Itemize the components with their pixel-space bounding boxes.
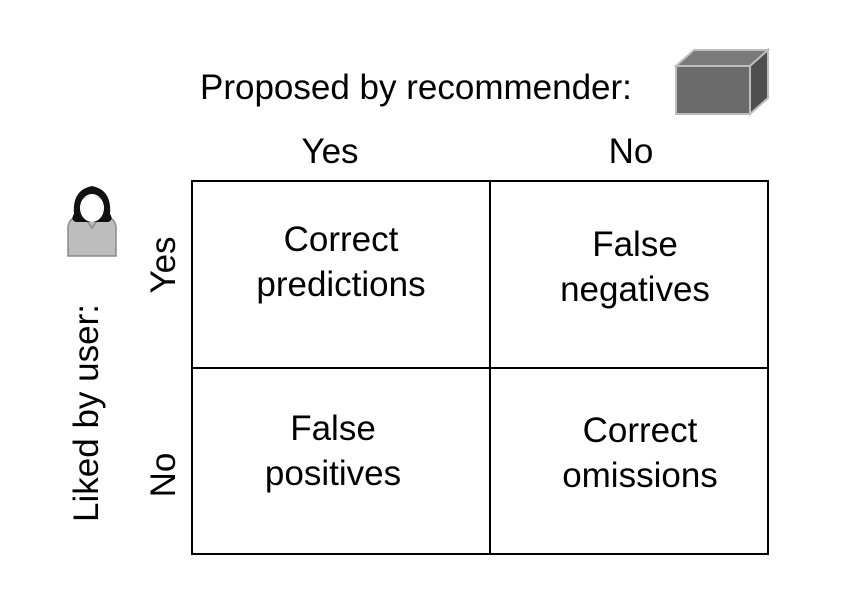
cell-line: omissions [562, 456, 718, 495]
box-icon [674, 48, 770, 116]
row-header-yes: Yes [144, 236, 183, 294]
cell-line: predictions [256, 265, 426, 304]
matrix-horizontal-divider [191, 367, 769, 369]
cell-false-positives: False positives [193, 406, 473, 496]
cell-correct-omissions: Correct omissions [500, 408, 780, 498]
cell-line: Correct [582, 411, 698, 450]
cell-false-negatives: False negatives [495, 222, 775, 312]
cell-line: negatives [560, 270, 710, 309]
recommender-heading: Proposed by recommender: [200, 68, 632, 107]
cell-line: Correct [283, 220, 399, 259]
column-header-yes: Yes [301, 132, 359, 171]
cell-line: positives [264, 454, 402, 493]
cell-line: False [592, 225, 678, 264]
cell-line: False [290, 409, 376, 448]
cell-correct-predictions: Correct predictions [201, 217, 481, 307]
column-header-no: No [608, 132, 654, 171]
row-header-no: No [144, 452, 183, 498]
row-axis-label: Liked by user: [67, 304, 106, 522]
person-icon [67, 186, 117, 257]
